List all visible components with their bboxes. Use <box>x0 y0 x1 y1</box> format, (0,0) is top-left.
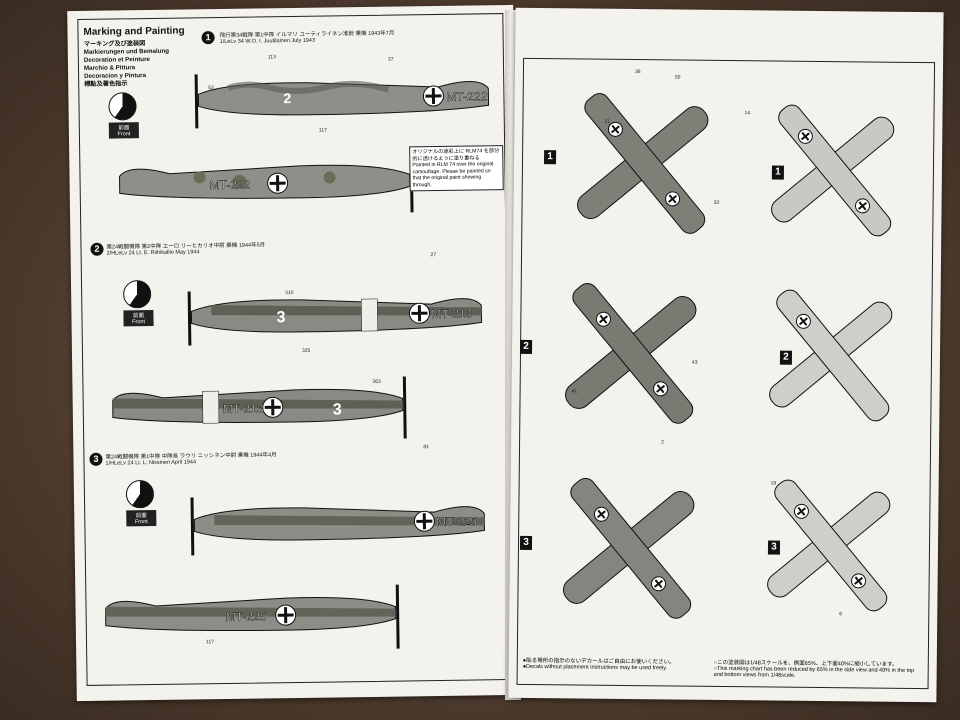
callout-number: 310 <box>285 290 294 297</box>
propeller-hub-icon <box>108 92 137 121</box>
callout-number: 6 <box>839 611 843 618</box>
scheme-2-code-right: MT-213 <box>431 307 472 322</box>
scheme-3-bottom-view <box>767 479 891 612</box>
scheme-1-code-right: MT-222 <box>446 89 487 104</box>
callout-number: 117 <box>318 127 327 134</box>
left-page: Marking and Painting マーキング及び塗装図 Markieru… <box>67 4 523 702</box>
callout-number: 36 <box>634 69 641 76</box>
callout-number: 363 <box>372 378 381 385</box>
scheme-1-number: 1 <box>201 31 215 45</box>
callout-number: 117 <box>205 639 215 646</box>
scheme-2-marker-bottom: 2 <box>779 350 793 365</box>
scheme-1-bottom-view <box>771 104 895 237</box>
callout-number: 81 <box>423 444 429 451</box>
callout-number: 33 <box>713 199 720 206</box>
footer-decal-note: ●貼る場所の指示のないデカールはご自由にお使いください。 ●Decals wit… <box>522 657 675 672</box>
scheme-3-caption: 1/HLeLv 24 Lt. L. Nissinen April 1944 <box>105 459 197 467</box>
callout-number: 41 <box>571 388 578 395</box>
callout-number: 19 <box>770 480 777 487</box>
scheme-1-side-right: MT-222 2 <box>194 74 490 129</box>
lang-line-6: 標點及著色指示 <box>84 80 128 88</box>
scheme-2-tail-right: 3 <box>276 309 285 326</box>
scheme-3-marker-top: 3 <box>519 535 533 550</box>
scheme-3-marker-bottom: 3 <box>767 540 781 555</box>
callout-number: 50 <box>674 74 681 81</box>
scheme-1-marker-top: 1 <box>543 150 557 165</box>
scheme-2-top-view <box>565 283 697 424</box>
scheme-2-marker-top: 2 <box>520 339 533 354</box>
scheme-3-code-left: MT-225 <box>226 609 267 624</box>
callout-number: 113 <box>267 54 276 61</box>
callout-number: 43 <box>691 359 698 366</box>
scheme-3-top-view <box>563 478 695 619</box>
callout-number: 2 <box>661 439 664 446</box>
callout-number: 14 <box>744 110 751 117</box>
scheme-3-side-left: MT-225 <box>105 584 400 649</box>
scheme-2-number: 2 <box>90 242 104 256</box>
right-page: 1 1 2 2 3 3 36 <box>508 7 944 703</box>
callout-number: 325 <box>301 347 311 354</box>
callout-number: 27 <box>430 252 437 259</box>
scheme-2-bottom-view <box>769 289 893 422</box>
scheme-1-marker-bottom: 1 <box>771 165 784 180</box>
scheme-1-side-left: MT-222 <box>119 152 414 213</box>
scheme-1-tail: 2 <box>283 90 291 106</box>
scheme-1-top-view <box>577 93 709 234</box>
scheme-3-side-right: MT-225 <box>190 497 486 556</box>
scheme-2-caption: 2/HLeLv 24 Lt. E. Riihikallio May 1944 <box>106 249 200 257</box>
scheme-2-side-left: MT-213 3 <box>112 376 407 439</box>
scheme-3-code-right: MT-225 <box>436 514 477 529</box>
callout-number: 52 <box>208 85 214 92</box>
propeller-hub-icon <box>125 479 155 509</box>
scheme-2-code-left: MT-213 <box>223 401 264 416</box>
scheme-3-number: 3 <box>89 452 103 466</box>
callout-number: 37 <box>387 56 394 63</box>
propeller-hub-icon <box>122 280 152 309</box>
footer-scale-note: ○この塗装図は1/48スケールを、側面65%、上下面40%に縮小しています。 ○… <box>713 659 915 679</box>
callout-number: 21 <box>604 118 611 125</box>
scheme-2-side-right: MT-213 3 <box>187 291 483 346</box>
section-title: Marking and Painting <box>83 25 185 38</box>
scheme-2-tail-left: 3 <box>333 401 342 418</box>
scheme-1-code-left: MT-222 <box>210 178 251 193</box>
